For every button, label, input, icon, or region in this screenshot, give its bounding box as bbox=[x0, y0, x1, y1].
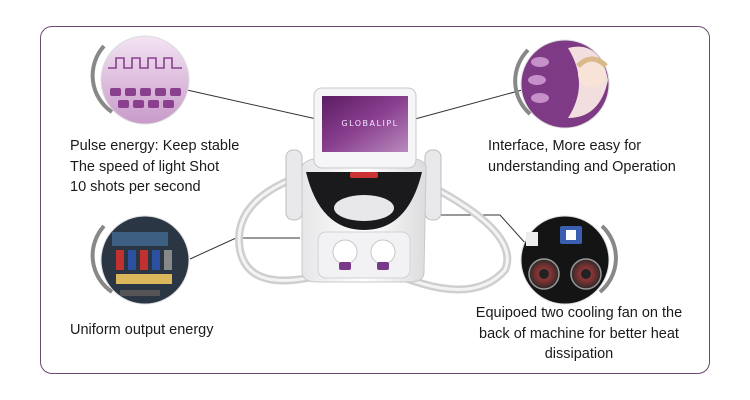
connector-line-fan bbox=[425, 214, 527, 245]
connector-line-pulse bbox=[186, 89, 331, 123]
caption-line: Uniform output energy bbox=[70, 322, 214, 338]
uniform-energy-caption: Uniform output energy bbox=[70, 320, 213, 341]
interface-caption: Interface, More easy for understanding a… bbox=[488, 136, 676, 177]
cooling-fan-caption: Equipoed two cooling fan on the back of … bbox=[455, 303, 703, 365]
caption-line: back of machine for better heat bbox=[479, 325, 679, 342]
caption-line: 10 shots per second bbox=[70, 179, 201, 195]
caption-line: understanding and Operation bbox=[488, 158, 676, 175]
pulse-detail-icon bbox=[90, 35, 190, 125]
caption-line: The speed of light Shot bbox=[70, 158, 220, 175]
interface-detail-icon bbox=[513, 39, 610, 129]
ipl-machine bbox=[235, 87, 512, 294]
caption-line: dissipation bbox=[544, 346, 614, 362]
connector-line-interface bbox=[403, 89, 523, 123]
screen-brand-text: GLOBALIPL bbox=[341, 119, 399, 128]
content-frame bbox=[40, 26, 710, 374]
caption-line: Pulse energy: Keep stable bbox=[70, 138, 240, 154]
fan-detail-icon bbox=[520, 215, 618, 305]
caption-line: Interface, More easy for bbox=[488, 138, 642, 154]
energy-detail-icon bbox=[90, 215, 190, 305]
caption-line: Equipoed two cooling fan on the bbox=[475, 305, 683, 321]
pulse-energy-caption: Pulse energy: Keep stable The speed of l… bbox=[70, 136, 239, 198]
